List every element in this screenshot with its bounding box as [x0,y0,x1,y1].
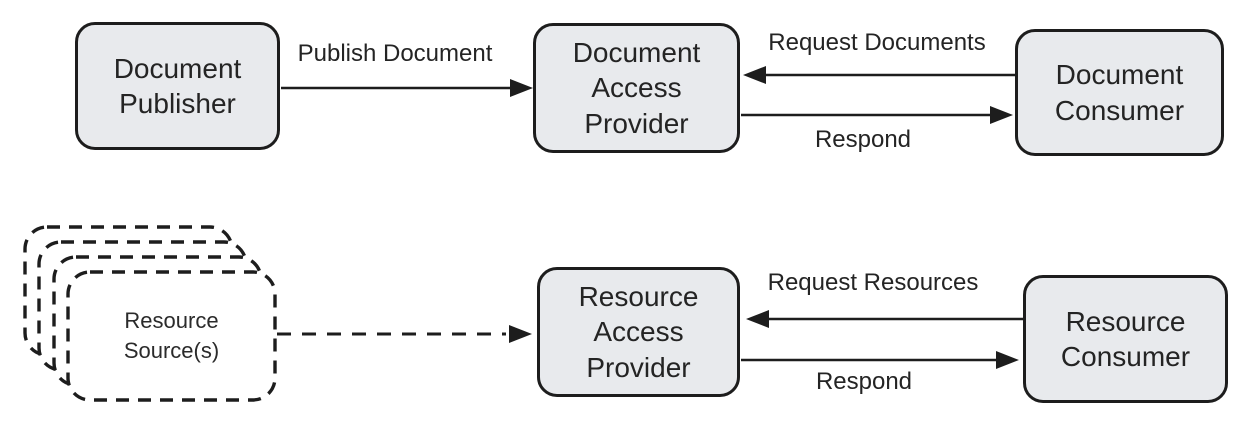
resource-access-provider-label: Resource Access Provider [578,281,699,383]
arrowhead-right-icon [509,325,532,343]
document-access-provider-node: Document Access Provider [533,23,740,153]
resource-sources-stack [23,225,277,402]
arrowhead-left-icon [743,66,766,84]
arrowhead-right-icon [990,106,1013,124]
publish-document-edge-label: Publish Document [297,40,493,67]
request-documents-edge-label: Request Documents [768,29,986,56]
arrowhead-right-icon [510,79,533,97]
document-publisher-node: Document Publisher [75,22,280,150]
arrowhead-left-icon [746,310,769,328]
resource-consumer-label: Resource Consumer [1060,305,1191,372]
resource-source-outline-front [66,270,277,402]
document-publisher-label: Document Publisher [113,52,242,119]
resource-consumer-node: Resource Consumer [1023,275,1228,403]
request-resources-arrow [746,310,1024,328]
request-resources-edge-label: Request Resources [767,269,979,296]
resource-sources-label: Resource Source(s) [123,308,220,363]
document-consumer-label: Document Consumer [1054,59,1185,126]
document-access-provider-label: Document Access Provider [572,37,701,139]
respond-resources-arrow [741,351,1019,369]
document-consumer-node: Document Consumer [1015,29,1224,156]
request-documents-arrow [743,66,1016,84]
respond-documents-arrow [741,106,1013,124]
respond-documents-edge-label: Respond [814,126,912,153]
resource-access-provider-node: Resource Access Provider [537,267,740,397]
resource-feed-arrow [277,325,532,343]
arrowhead-right-icon [996,351,1019,369]
respond-resources-edge-label: Respond [815,368,913,395]
resource-sources-node: Resource Source(s) [68,272,275,400]
publish-document-arrow [281,79,533,97]
